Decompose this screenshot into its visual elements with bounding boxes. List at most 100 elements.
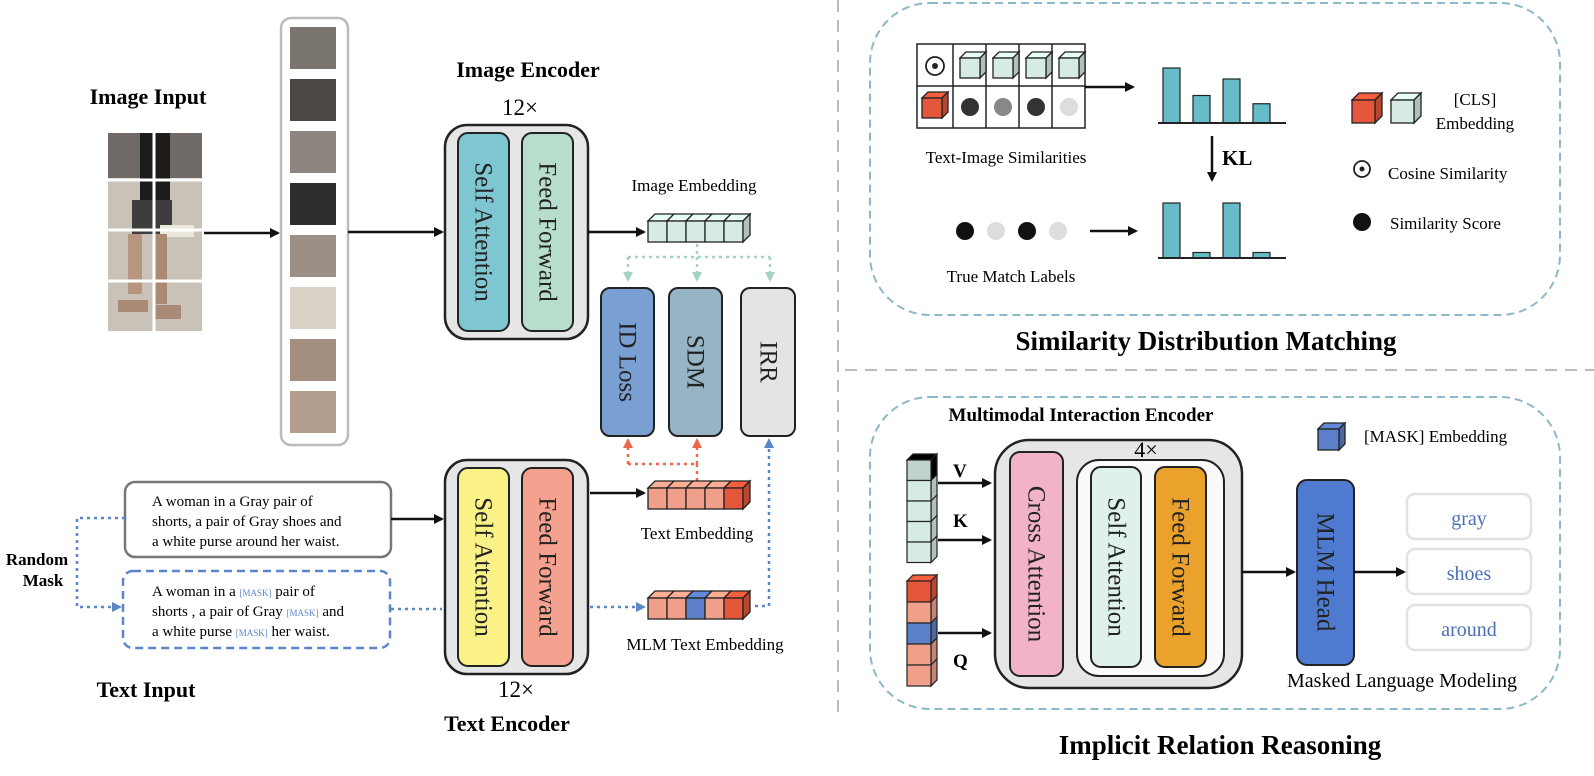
mlm-text-embedding-label: MLM Text Embedding: [626, 635, 784, 654]
similarity-score-dot: [1060, 98, 1078, 116]
masked-caption-line-2: shorts , a pair of Gray [MASK] and: [152, 604, 344, 620]
image-self-attention-label: Self Attention: [470, 162, 497, 302]
mask-embedding-legend-icon: [1316, 421, 1347, 452]
irr-panel: [869, 396, 1561, 710]
true-match-dot: [987, 222, 1005, 240]
multimodal-repeat: 4×: [1134, 437, 1157, 462]
id-loss-label: ID Loss: [614, 322, 641, 402]
text-embedding-branches: [623, 438, 702, 481]
text-embedding-label: Text Embedding: [641, 524, 754, 543]
label-bar: [1222, 202, 1241, 259]
true-match-dots: [956, 222, 1067, 240]
text-feed-forward-label: Feed Forward: [534, 497, 561, 637]
mlm-to-irr-arrow: [755, 438, 774, 608]
mm-self-attention-label: Self Attention: [1103, 497, 1130, 637]
text-cls-token: [920, 90, 950, 120]
predicted-distribution-bars: [1162, 67, 1271, 124]
sdm-box: [668, 287, 723, 437]
text-cls-token: [920, 90, 950, 120]
text-image-similarities-label: Text-Image Similarities: [926, 148, 1087, 167]
masked-caption-box: [121, 569, 392, 650]
true-match-dot: [1018, 222, 1036, 240]
cross-attention-label: Cross Attention: [1023, 486, 1050, 643]
text-q-tokens: [905, 573, 939, 688]
patch-tiles: [290, 27, 336, 433]
text-embedding-token: [722, 479, 752, 511]
image-embedding-tokens: [646, 212, 752, 244]
label-distribution-bars: [1162, 202, 1271, 259]
text-feed-forward-block: [521, 467, 574, 667]
image-embedding-branches: [623, 244, 775, 282]
sdm-label: SDM: [682, 335, 709, 389]
q-token: [906, 657, 938, 688]
sdm-panel: [869, 2, 1561, 316]
v-label: V: [953, 461, 967, 482]
predicted-bar: [1222, 78, 1241, 124]
true-match-dot: [1049, 222, 1067, 240]
image-embedding-label: Image Embedding: [631, 176, 757, 195]
image-feed-forward-block: [521, 132, 574, 332]
image-cls-token: [1024, 50, 1054, 80]
similarity-score-dot: [961, 98, 979, 116]
text-encoder-title: Text Encoder: [444, 711, 570, 736]
output-word-1: gray: [1451, 508, 1487, 530]
true-match-labels-label: True Match Labels: [947, 267, 1076, 286]
image-self-attention-block: [457, 132, 510, 332]
legend-score-label: Similarity Score: [1390, 214, 1501, 233]
output-box-1: [1405, 492, 1533, 541]
image-embedding-token: [703, 213, 733, 243]
mlm-embedding-token: [684, 590, 714, 620]
caption-line-2: shorts, a pair of Gray shoes and: [152, 514, 342, 530]
mm-feed-forward-label: Feed Forward: [1167, 497, 1194, 637]
output-word-2: shoes: [1447, 563, 1492, 585]
irr-panel-title: Implicit Relation Reasoning: [1059, 730, 1382, 760]
mlm-embedding-token: [703, 590, 733, 620]
text-embedding-tokens: [646, 479, 752, 511]
mask-embedding-legend-label: [MASK] Embedding: [1364, 427, 1508, 446]
q-label: Q: [953, 651, 968, 672]
image-embedding-token: [722, 212, 752, 244]
similarity-score-dots: [961, 98, 1078, 116]
kv-token: [906, 534, 938, 564]
mlm-embedding-token: [722, 589, 752, 621]
similarity-score-dot: [1027, 98, 1045, 116]
cosine-symbol-icon: [925, 56, 945, 76]
text-embedding-token: [665, 480, 695, 510]
predicted-bar: [1192, 94, 1211, 124]
image-embedding-token: [665, 213, 695, 243]
legend-cls-line-2: Embedding: [1436, 114, 1515, 133]
text-encoder-repeat: 12×: [498, 677, 534, 702]
output-word-3: around: [1441, 619, 1497, 641]
legend-cosine-label: Cosine Similarity: [1388, 164, 1508, 183]
image-cls-token: [958, 50, 988, 80]
kv-token: [905, 452, 939, 482]
random-mask-line-2: Mask: [23, 571, 64, 590]
mm-feed-forward-block: [1154, 466, 1207, 668]
mm-self-attention-block: [1090, 466, 1142, 668]
multimodal-encoder-title: Multimodal Interaction Encoder: [949, 405, 1214, 426]
id-loss-box: [600, 287, 655, 437]
random-mask-arrow: [75, 516, 125, 612]
text-input-title: Text Input: [97, 677, 197, 702]
legend-text-cls-cube: [1350, 91, 1384, 125]
caption-line-1: A woman in a Gray pair of: [152, 494, 313, 510]
image-cls-token: [1057, 50, 1087, 80]
image-feed-forward-label: Feed Forward: [534, 162, 561, 302]
caption-line-3: a white purse around her waist.: [152, 534, 339, 550]
similarity-score-dot: [994, 98, 1012, 116]
sdm-panel-title: Similarity Distribution Matching: [1015, 326, 1397, 356]
kv-token: [906, 493, 938, 523]
k-label: K: [953, 511, 968, 532]
image-kv-tokens: [905, 452, 939, 564]
legend-score-dot-icon: [1353, 213, 1371, 231]
cross-attention-block: [1009, 451, 1064, 677]
masked-caption-line-3: a white purse [MASK] her waist.: [152, 624, 330, 640]
legend-image-cls-cube: [1389, 91, 1423, 125]
legend-cls-line-1: [CLS]: [1454, 90, 1497, 109]
image-cls-tokens: [958, 50, 1087, 80]
person-image: [108, 133, 202, 331]
predicted-bar: [1252, 103, 1271, 124]
masked-caption-line-1: A woman in a [MASK] pair of: [152, 584, 315, 600]
image-cls-token: [991, 50, 1021, 80]
legend-cosine-icon: [1353, 160, 1371, 178]
